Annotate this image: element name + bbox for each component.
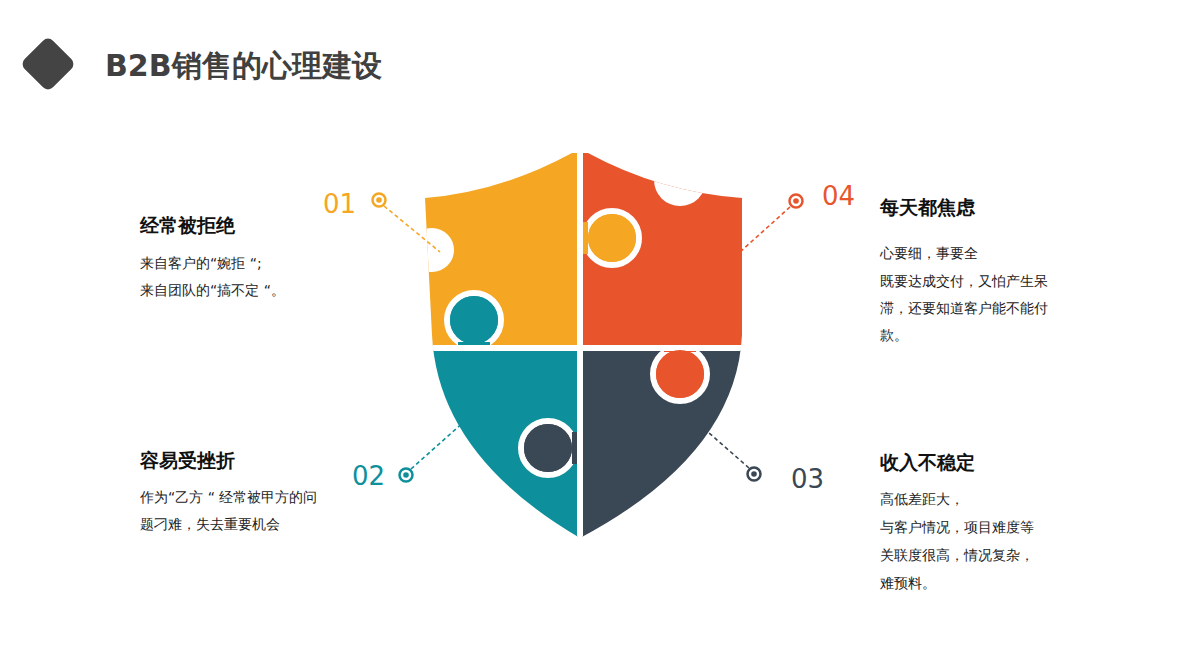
title: B2B销售的心理建设 — [105, 46, 382, 86]
puzzle-shield — [400, 140, 780, 560]
callout-body: 来自团队的“搞不定 “。 — [140, 277, 340, 304]
callout-body: 作为“乙方 “ 经常被甲方的问题刁难，失去重要机会 — [140, 484, 318, 538]
callout-number: 01 — [323, 189, 356, 219]
callout-heading: 每天都焦虑 — [880, 194, 975, 220]
callout-heading: 收入不稳定 — [880, 449, 975, 475]
callout-body: 高低差距大， — [880, 486, 1080, 513]
callout-number: 02 — [352, 461, 385, 491]
callout-heading: 容易受挫折 — [140, 447, 235, 473]
callout-body: 既要达成交付，又怕产生呆滞，还要知道客户能不能付款。 — [880, 268, 1055, 349]
ring-markers — [373, 194, 803, 482]
callout-number: 04 — [822, 181, 855, 211]
callout-body: 与客户情况，项目难度等关联度很高，情况复杂，难预料。 — [880, 513, 1040, 597]
title-diamond — [20, 36, 77, 93]
callout-body: 来自客户的“婉拒 “; — [140, 250, 340, 277]
callout-body: 心要细，事要全 — [880, 240, 1080, 267]
leader-lines — [384, 206, 790, 469]
callout-heading: 经常被拒绝 — [140, 212, 235, 238]
callout-number: 03 — [791, 464, 824, 494]
